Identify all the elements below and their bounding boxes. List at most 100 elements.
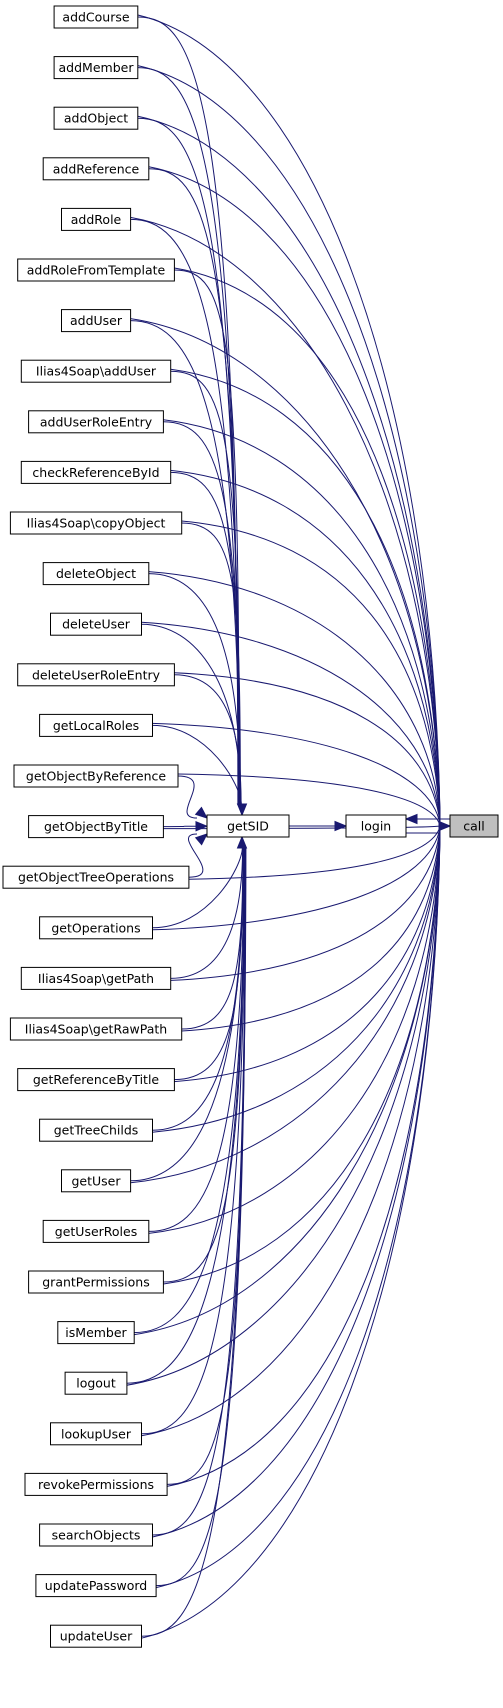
caller-node-getuser-label: getUser	[71, 1173, 121, 1188]
caller-node-getobjectbyreference-label: getObjectByReference	[26, 769, 166, 784]
caller-node-deleteuserroleentry[interactable]: deleteUserRoleEntry	[17, 663, 175, 687]
arrowhead-getsid-to-login	[334, 820, 348, 832]
caller-node-adduserroleentry[interactable]: addUserRoleEntry	[28, 410, 164, 434]
caller-node-logout[interactable]: logout	[64, 1371, 128, 1395]
edge-getuser-to-call	[130, 830, 441, 1184]
caller-node-ismember[interactable]: isMember	[57, 1321, 135, 1345]
arrowhead-call-to-login	[404, 813, 418, 825]
edge-searchobjects-to-getsid	[152, 846, 246, 1536]
caller-node-updateuser[interactable]: updateUser	[50, 1624, 142, 1648]
caller-node-ilias4soap-getrawpath[interactable]: Ilias4Soap\getRawPath	[9, 1017, 183, 1041]
caller-node-gettreechilds-box	[39, 1118, 153, 1142]
call-node-box	[449, 814, 499, 838]
edge-deleteuserroleentry-to-getsid	[174, 674, 242, 806]
caller-node-searchobjects[interactable]: searchObjects	[39, 1523, 153, 1547]
edge-lookupuser-to-getsid	[141, 846, 246, 1435]
edge-adduser-to-getsid	[130, 320, 240, 806]
caller-node-getuserroles-box	[42, 1219, 150, 1243]
caller-node-ilias4soap-getpath[interactable]: Ilias4Soap\getPath	[20, 966, 172, 990]
caller-node-getlocalroles[interactable]: getLocalRoles	[39, 713, 153, 737]
edge-adduser-to-call	[130, 318, 441, 820]
edge-deleteuserroleentry-to-call	[174, 672, 441, 825]
caller-node-gettreechilds[interactable]: getTreeChilds	[39, 1118, 153, 1142]
edge-updatepassword-to-call	[155, 834, 441, 1589]
caller-node-addmember-box	[53, 56, 139, 80]
caller-node-updatepassword-box	[35, 1574, 157, 1598]
caller-node-grantpermissions-box	[28, 1270, 164, 1294]
caller-node-getlocalroles-box	[39, 713, 153, 737]
caller-node-getobjecttreeoperations-label: getObjectTreeOperations	[18, 870, 174, 885]
caller-node-revokepermissions[interactable]: revokePermissions	[24, 1472, 168, 1496]
caller-node-revokepermissions-box	[24, 1472, 168, 1496]
caller-node-ilias4soap-copyobject-label: Ilias4Soap\copyObject	[27, 516, 166, 531]
graph-nodes: addCourse addMember addObject addReference a…	[2, 5, 499, 1648]
caller-node-getuser-box	[61, 1169, 132, 1193]
edge-updateuser-to-call	[141, 834, 441, 1639]
caller-node-checkreferencebyid[interactable]: checkReferenceById	[20, 460, 172, 484]
caller-node-getuserroles[interactable]: getUserRoles	[42, 1219, 150, 1243]
arrowhead-into-call	[438, 820, 452, 832]
edge-getobjecttreeoperations-to-call	[188, 826, 441, 880]
call-node[interactable]: call	[449, 814, 499, 838]
edge-addmember-to-call	[137, 65, 441, 818]
edge-ilias4soap-copyobject-to-call	[181, 520, 441, 823]
caller-node-adduser[interactable]: addUser	[61, 309, 132, 333]
caller-node-addcourse[interactable]: addCourse	[53, 5, 139, 29]
caller-node-addrole-box	[61, 207, 132, 231]
edge-logout-to-call	[126, 832, 441, 1386]
edge-lookupuser-to-call	[141, 833, 441, 1437]
caller-node-updatepassword[interactable]: updatePassword	[35, 1574, 157, 1598]
caller-node-grantpermissions[interactable]: grantPermissions	[28, 1270, 164, 1294]
caller-node-updateuser-box	[50, 1624, 142, 1648]
edge-addrolefromtemplate-to-call	[174, 267, 441, 820]
caller-node-deleteuser[interactable]: deleteUser	[50, 612, 142, 636]
caller-node-getobjectbytitle[interactable]: getObjectByTitle	[28, 815, 164, 839]
caller-node-deleteuserroleentry-box	[17, 663, 175, 687]
caller-node-lookupuser-label: lookupUser	[61, 1426, 132, 1441]
caller-node-adduser-label: addUser	[70, 313, 123, 328]
arrowhead-into-getsid-top	[236, 803, 248, 817]
caller-node-ilias4soap-adduser[interactable]: Ilias4Soap\addUser	[20, 359, 172, 383]
edge-addcourse-to-call	[137, 14, 441, 818]
caller-node-ilias4soap-copyobject[interactable]: Ilias4Soap\copyObject	[9, 511, 183, 535]
caller-node-addmember[interactable]: addMember	[53, 56, 139, 80]
caller-node-addrole-label: addRole	[71, 212, 122, 227]
caller-node-getreferencebytitle[interactable]: getReferenceByTitle	[17, 1068, 175, 1092]
edge-ilias4soap-getrawpath-to-getsid	[181, 846, 244, 1030]
caller-node-ilias4soap-adduser-box	[20, 359, 172, 383]
getsid-node[interactable]: getSID	[206, 814, 290, 838]
caller-node-getuserroles-label: getUserRoles	[55, 1224, 137, 1239]
edge-searchobjects-to-call	[152, 834, 441, 1538]
caller-node-addrolefromtemplate-label: addRoleFromTemplate	[27, 263, 166, 278]
edge-ilias4soap-copyobject-to-getsid	[181, 522, 241, 806]
login-node[interactable]: login	[345, 814, 407, 838]
edge-getobjectbyreference-to-call	[177, 773, 441, 826]
caller-node-getlocalroles-label: getLocalRoles	[53, 718, 139, 733]
caller-node-getuser[interactable]: getUser	[61, 1169, 132, 1193]
caller-node-getobjecttreeoperations[interactable]: getObjectTreeOperations	[2, 865, 190, 889]
caller-node-getoperations[interactable]: getOperations	[39, 916, 153, 940]
caller-node-getobjecttreeoperations-box	[2, 865, 190, 889]
edge-getuser-to-getsid	[130, 846, 245, 1182]
caller-node-adduser-box	[61, 309, 132, 333]
caller-node-addrole[interactable]: addRole	[61, 207, 132, 231]
call-node-label: call	[463, 819, 484, 834]
caller-node-lookupuser[interactable]: lookupUser	[50, 1422, 142, 1446]
caller-node-addrolefromtemplate[interactable]: addRoleFromTemplate	[17, 258, 175, 282]
caller-node-ilias4soap-adduser-label: Ilias4Soap\addUser	[36, 364, 157, 379]
caller-node-addmember-label: addMember	[59, 60, 135, 75]
caller-node-addobject-box	[53, 106, 139, 130]
edge-getuserroles-to-call	[148, 830, 441, 1234]
edge-addobject-to-call	[137, 115, 441, 818]
getsid-node-box	[206, 814, 290, 838]
edge-getobjectbyreference-to-getsid	[177, 775, 198, 819]
caller-node-logout-box	[64, 1371, 128, 1395]
caller-node-addobject[interactable]: addObject	[53, 106, 139, 130]
caller-node-getobjectbyreference[interactable]: getObjectByReference	[13, 764, 179, 788]
edge-getobjecttreeoperations-to-getsid	[188, 833, 204, 878]
caller-node-addreference[interactable]: addReference	[42, 157, 150, 181]
edge-getlocalroles-to-getsid	[152, 724, 242, 806]
caller-node-addcourse-label: addCourse	[62, 10, 129, 25]
caller-node-deleteobject[interactable]: deleteObject	[42, 562, 150, 586]
